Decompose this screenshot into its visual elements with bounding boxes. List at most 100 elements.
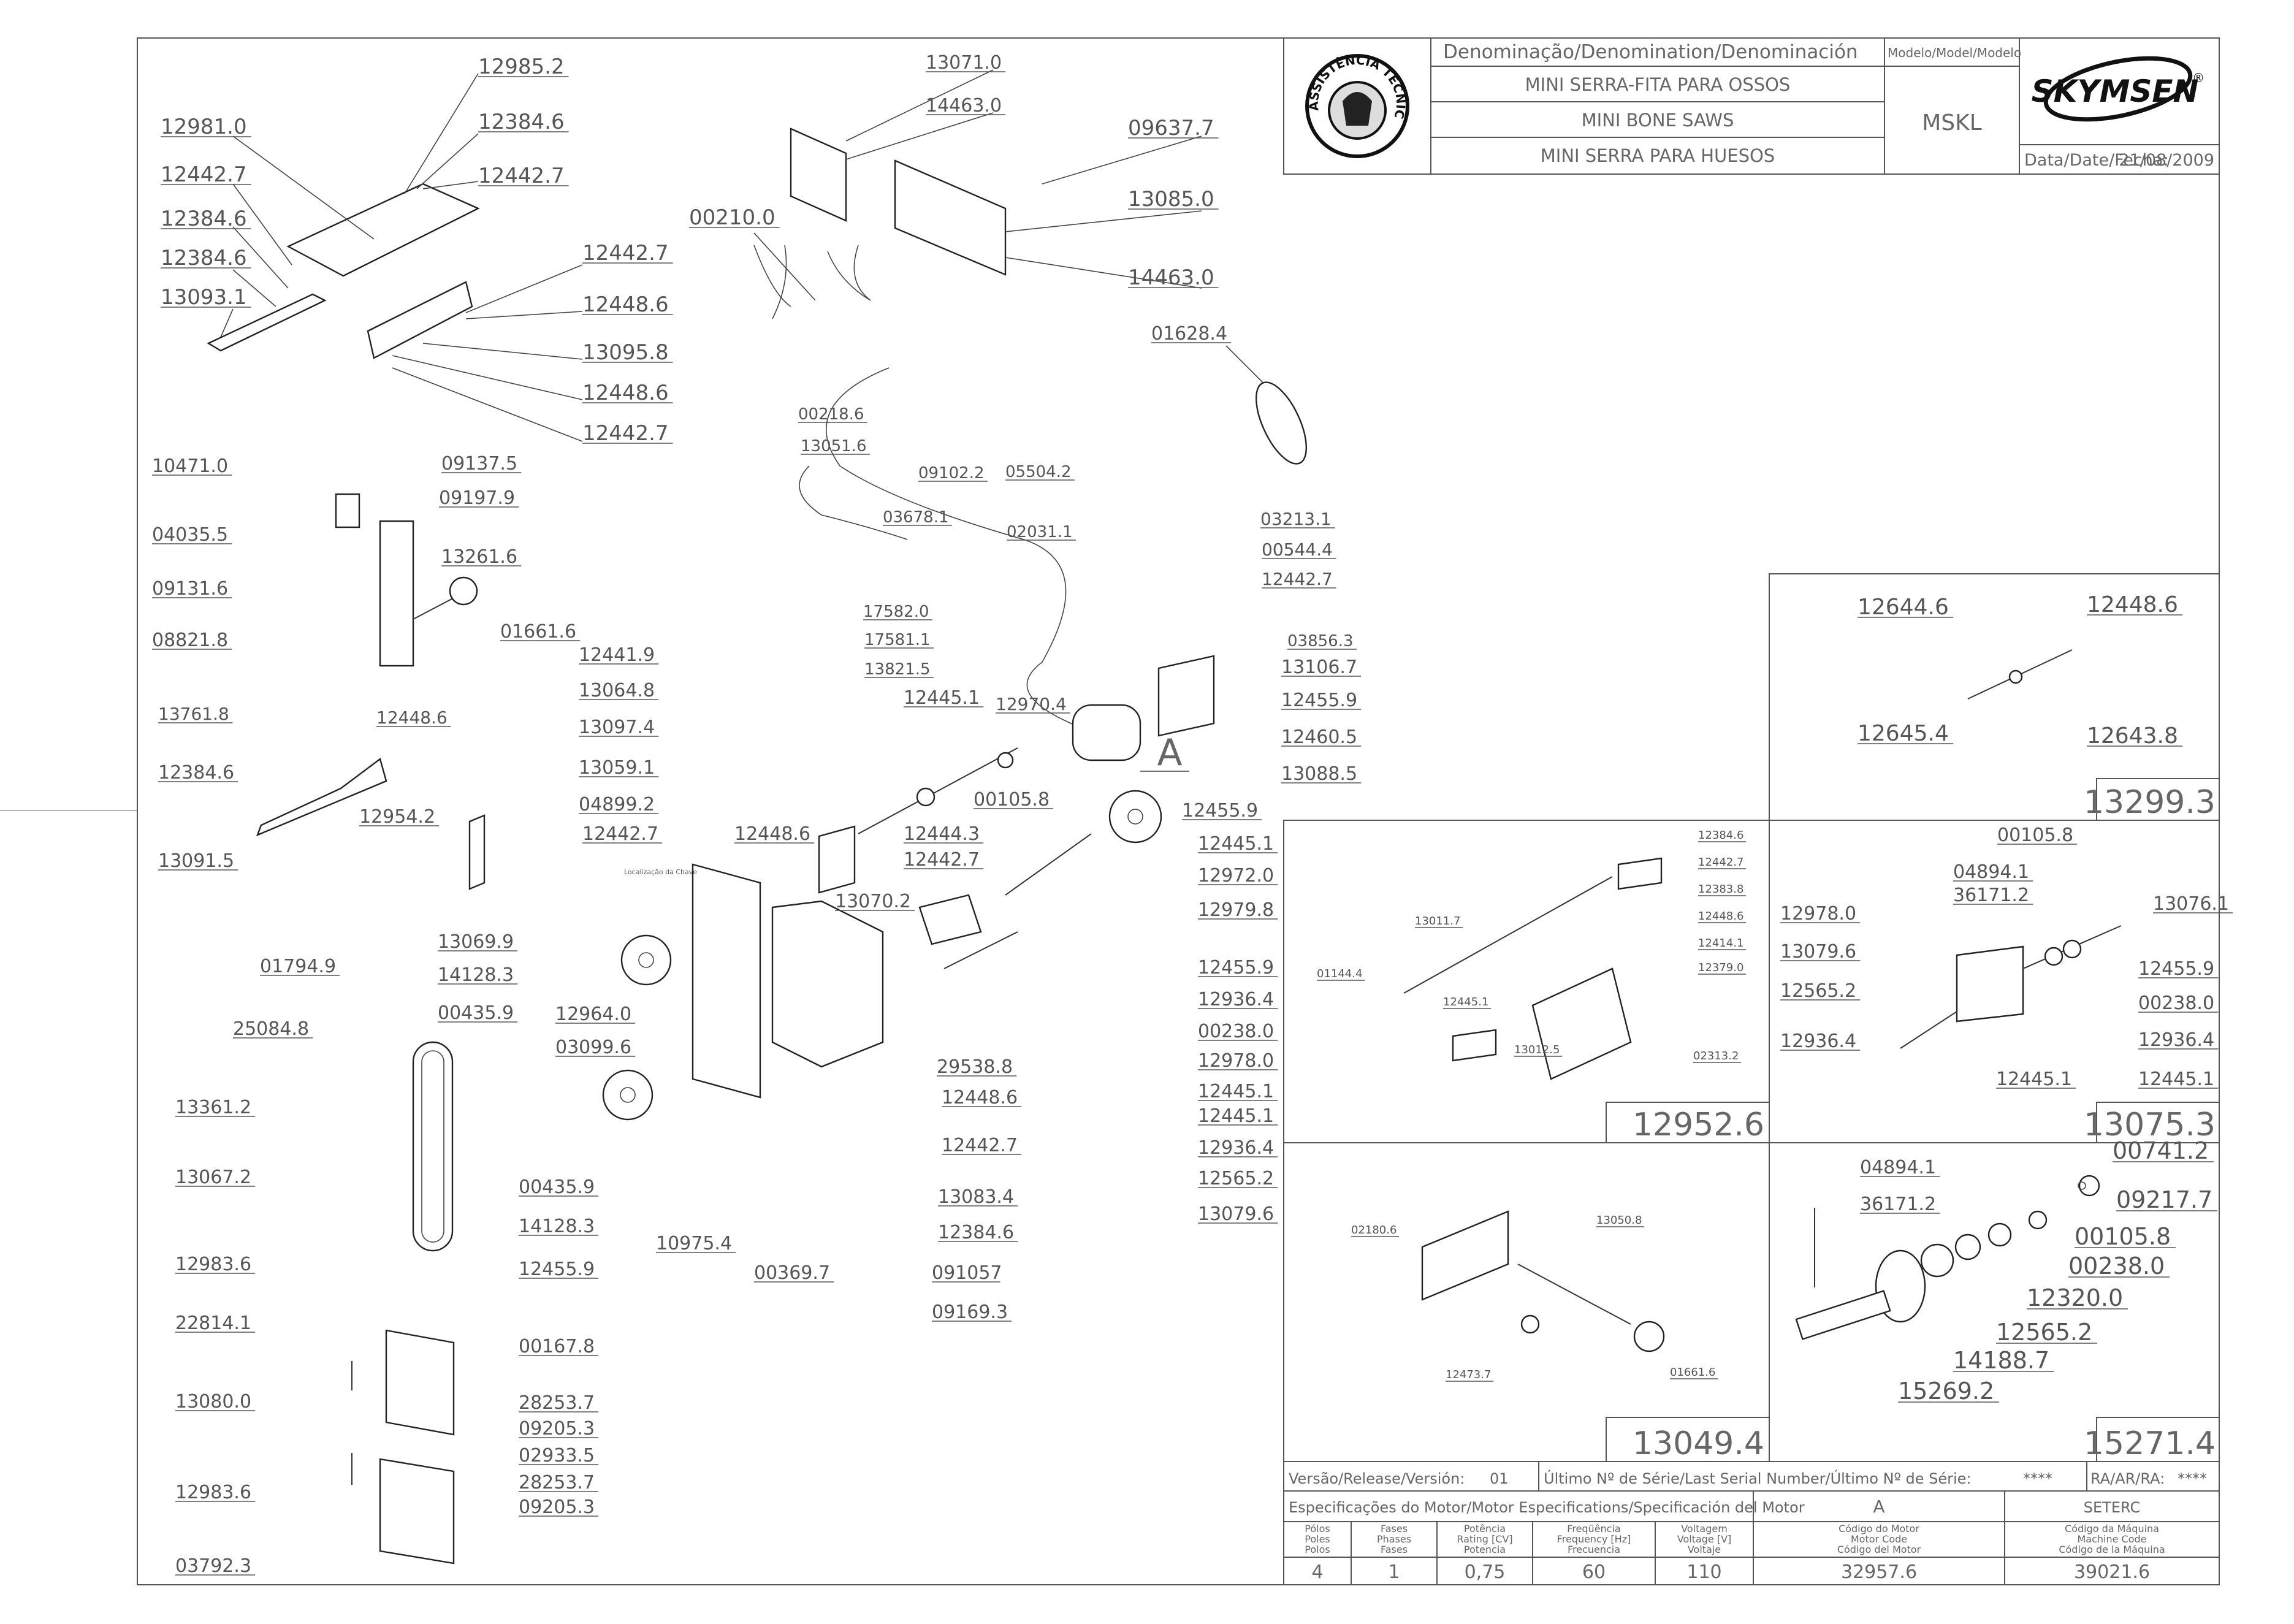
detail-title-13075: 13075.3 xyxy=(2084,1107,2216,1143)
ra-value: **** xyxy=(2178,1470,2207,1487)
callout-09169-3: 09169.3 xyxy=(932,1302,1008,1323)
callout-12455-9: 12455.9 xyxy=(1182,800,1258,822)
callout-12445-1: 12445.1 xyxy=(2138,1069,2214,1090)
callout-12442-7: 12442.7 xyxy=(1698,856,1743,869)
callout-00167-8: 00167.8 xyxy=(519,1336,595,1357)
callout-17581-1: 17581.1 xyxy=(864,631,931,649)
column-seterc-label: SETERC xyxy=(2084,1499,2140,1516)
spec-header-5-h1: Código do Motor xyxy=(1839,1523,1919,1534)
callout-12448-6: 12448.6 xyxy=(582,381,669,405)
callout-13085-0: 13085.0 xyxy=(1128,187,1214,212)
callout-04899-2: 04899.2 xyxy=(579,794,655,815)
last-serial-label: Último Nº de Série/Last Serial Number/Úl… xyxy=(1544,1469,1971,1487)
callout-12473-7: 12473.7 xyxy=(1446,1368,1491,1381)
callout-13080-0: 13080.0 xyxy=(175,1391,251,1412)
callout-13261-6: 13261.6 xyxy=(441,546,517,568)
callout-03856-3: 03856.3 xyxy=(1287,632,1354,650)
shaft-housing-part xyxy=(1956,945,2024,1023)
callout-05504-2: 05504.2 xyxy=(1005,463,1072,481)
callout-09102-2: 09102.2 xyxy=(918,464,985,482)
spec-header-3-h3: Frecuencia xyxy=(1568,1544,1620,1555)
callout-12565-2: 12565.2 xyxy=(1198,1168,1274,1189)
spec-header-6-h2: Machine Code xyxy=(2077,1533,2146,1545)
upper-wheel-part xyxy=(620,934,672,986)
leader-lines xyxy=(220,69,1263,442)
callout-17582-0: 17582.0 xyxy=(863,603,929,621)
lever-knob-part xyxy=(449,576,478,606)
version-value: 01 xyxy=(1490,1470,1509,1487)
spec-value-4: 110 xyxy=(1686,1561,1721,1583)
callout-00238-0: 00238.0 xyxy=(2138,993,2214,1014)
callout-09205-3: 09205.3 xyxy=(519,1496,595,1518)
callout-03099-6: 03099.6 xyxy=(555,1037,631,1058)
spec-header-3-h1: Freqüência xyxy=(1567,1523,1620,1534)
motor-part xyxy=(1072,704,1141,761)
callout-01661-6: 01661.6 xyxy=(500,621,576,642)
spec-value-5: 32957.6 xyxy=(1841,1561,1917,1583)
model-code: MSKL xyxy=(1922,110,1982,135)
callout-01628-4: 01628.4 xyxy=(1151,323,1227,345)
name-en: MINI BONE SAWS xyxy=(1582,110,1734,131)
callout-12455-9: 12455.9 xyxy=(519,1259,595,1280)
callout-12979-8: 12979.8 xyxy=(1198,899,1274,921)
callout-13067-2: 13067.2 xyxy=(175,1167,251,1188)
denomination-header: Denominação/Denomination/Denominación xyxy=(1443,41,1858,63)
callout-00210-0: 00210.0 xyxy=(689,205,775,230)
brand-registered: ® xyxy=(2192,71,2204,85)
callout-12414-1: 12414.1 xyxy=(1698,937,1743,950)
spec-header-4-h1: Voltagem xyxy=(1681,1523,1728,1534)
callout-00435-9: 00435.9 xyxy=(438,1002,514,1024)
clamp-knob-part xyxy=(1633,1321,1665,1352)
main-frame-part xyxy=(692,863,761,1099)
callout-36171-2: 36171.2 xyxy=(1953,885,2029,906)
callout-12442-7: 12442.7 xyxy=(904,849,980,871)
callout-13070-2: 13070.2 xyxy=(835,891,911,912)
callout-12379-0: 12379.0 xyxy=(1698,961,1743,974)
callout-12978-0: 12978.0 xyxy=(1780,903,1856,924)
detail-title-15271: 15271.4 xyxy=(2084,1425,2216,1462)
callout-13361-2: 13361.2 xyxy=(175,1097,251,1118)
callout-12442-7: 12442.7 xyxy=(942,1135,1018,1156)
callout-13012-5: 13012.5 xyxy=(1514,1043,1560,1056)
callout-12972-0: 12972.0 xyxy=(1198,865,1274,886)
callout-12445-1: 12445.1 xyxy=(1443,996,1488,1008)
callout-02180-6: 02180.6 xyxy=(1351,1224,1397,1237)
callout-12448-6: 12448.6 xyxy=(376,707,448,728)
callout-01794-9: 01794.9 xyxy=(260,956,336,977)
wheel-shaft-part xyxy=(1795,1290,1891,1340)
callout-13083-4: 13083.4 xyxy=(938,1186,1014,1208)
callout-14128-3: 14128.3 xyxy=(519,1216,595,1237)
callout-08821-8: 08821.8 xyxy=(152,630,228,651)
callout-12384-6: 12384.6 xyxy=(1698,829,1743,842)
svg-text:ASSISTÊNCIA TÉCNICA AUTORIZADA: ASSISTÊNCIA TÉCNICA AUTORIZADA xyxy=(0,0,1408,120)
callout-12383-8: 12383.8 xyxy=(1698,883,1743,896)
callout-09217-7: 09217.7 xyxy=(2116,1186,2212,1213)
callout-12985-2: 12985.2 xyxy=(478,55,565,79)
guide-rod-part xyxy=(1403,876,1613,994)
callout-13079-6: 13079.6 xyxy=(1780,941,1856,963)
callout-12445-1: 12445.1 xyxy=(1198,1081,1274,1102)
last-serial-value: **** xyxy=(2023,1470,2052,1487)
spec-header-5-h3: Código del Motor xyxy=(1837,1544,1921,1555)
callout-14463-0: 14463.0 xyxy=(1128,265,1214,290)
callout-12981-0: 12981.0 xyxy=(161,115,247,139)
callout-12442-7: 12442.7 xyxy=(582,241,669,265)
callout-02031-1: 02031.1 xyxy=(1007,523,1073,541)
detail-title-12952: 12952.6 xyxy=(1633,1107,1764,1143)
callout-02933-5: 02933.5 xyxy=(519,1445,595,1466)
guide-plate-part xyxy=(1531,967,1632,1080)
callout-28253-7: 28253.7 xyxy=(519,1472,595,1493)
callout-12565-2: 12565.2 xyxy=(1780,980,1856,1002)
callout-12384-6: 12384.6 xyxy=(938,1222,1014,1243)
callout-12442-7: 12442.7 xyxy=(582,421,669,446)
spec-header-3-h2: Frequency [Hz] xyxy=(1557,1533,1631,1545)
callout-22814-1: 22814.1 xyxy=(175,1313,251,1334)
spec-value-2: 0,75 xyxy=(1465,1561,1506,1583)
callout-13051-6: 13051.6 xyxy=(801,437,867,456)
spec-header-6-h3: Código de la Máquina xyxy=(2059,1544,2165,1555)
callout-00238-0: 00238.0 xyxy=(1198,1021,1274,1042)
callout-12441-9: 12441.9 xyxy=(579,644,655,666)
callout-13095-8: 13095.8 xyxy=(582,340,669,365)
callout-00544-4: 00544.4 xyxy=(1262,539,1333,560)
